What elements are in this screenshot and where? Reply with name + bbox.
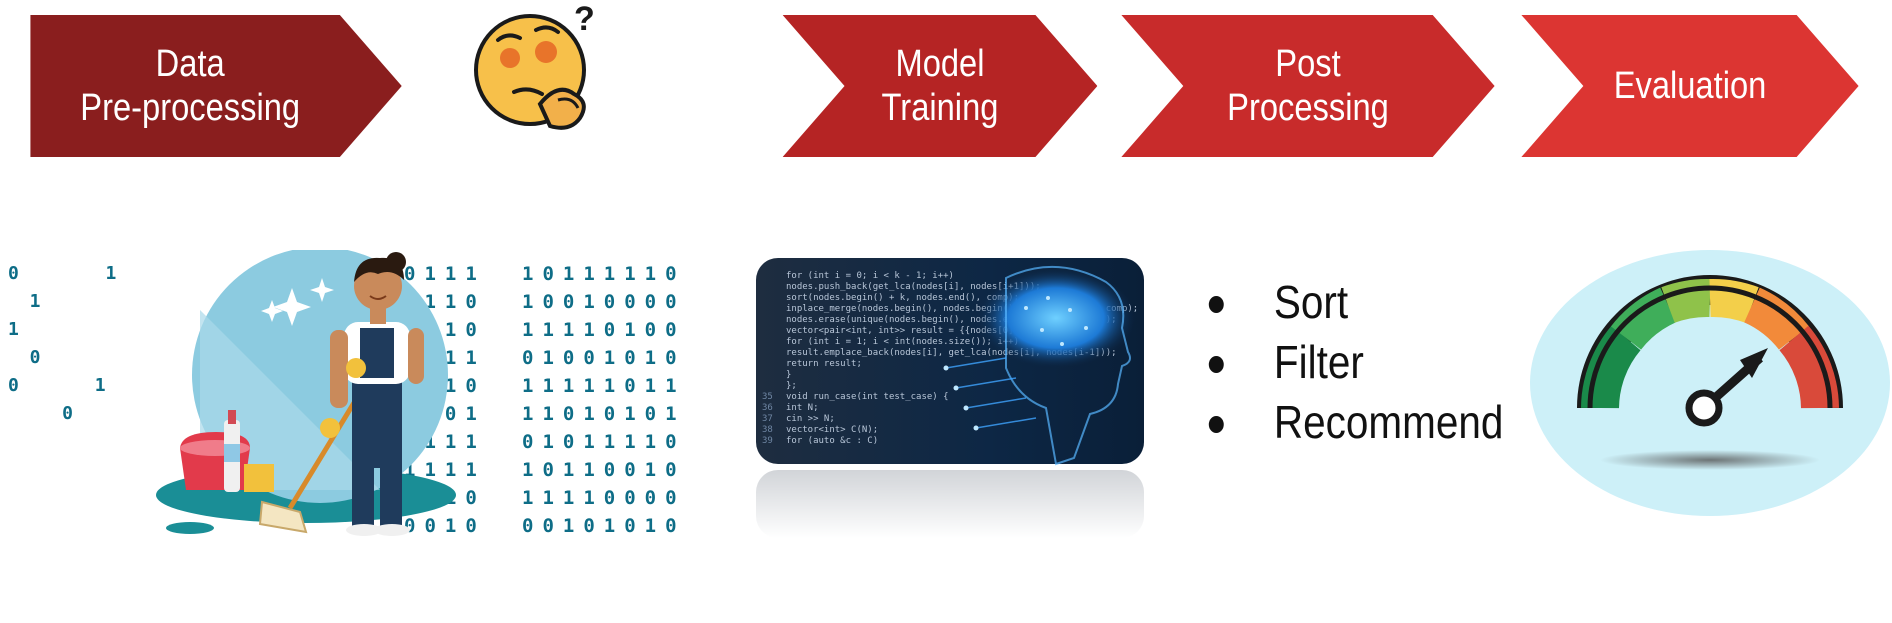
- binary-digits-scatter-left: 0 1 1 1 0 0 1 0: [8, 263, 117, 424]
- thinking-face-icon: ?: [474, 0, 595, 130]
- code-line: nodes.erase(unique(nodes.begin(), nodes.…: [786, 315, 1117, 325]
- stage-model-training: Model Training: [782, 15, 1098, 157]
- code-line: for (auto &c : C): [786, 436, 878, 446]
- stage-post-processing: Post Processing: [1121, 15, 1495, 157]
- svg-text:?: ?: [574, 0, 595, 38]
- person-cleaning-illustration: [156, 250, 456, 536]
- list-item-filter: Filter: [1200, 332, 1503, 392]
- code-line: vector<int> C(N);: [786, 425, 878, 435]
- code-line: int N;: [786, 403, 819, 413]
- code-line: for (int i = 0; i < k - 1; i++): [786, 271, 954, 281]
- list-item-recommend: Recommend: [1200, 392, 1503, 452]
- stage-evaluation: Evaluation: [1521, 15, 1859, 157]
- code-line: inplace_merge(nodes.begin(), nodes.begin…: [786, 304, 1138, 314]
- code-line-number: 36: [762, 403, 773, 413]
- code-line-number: 35: [762, 392, 773, 402]
- code-line: vector<pair<int, int>> result = {{nodes[…: [786, 326, 1052, 336]
- code-line: result.emplace_back(nodes[i], get_lca(no…: [786, 348, 1117, 358]
- stage-label: Evaluation: [1613, 65, 1767, 107]
- ai-code-brain-illustration: for (int i = 0; i < k - 1; i++) nodes.pu…: [756, 258, 1144, 538]
- code-line: }: [786, 370, 791, 380]
- code-line-number: 39: [762, 436, 773, 446]
- code-line: };: [786, 381, 797, 391]
- code-line: sort(nodes.begin() + k, nodes.end(), com…: [786, 293, 1019, 303]
- code-line: void run_case(int test_case) {: [786, 392, 949, 402]
- code-line-number: 38: [762, 425, 773, 435]
- stage-data-preprocessing: Data Pre-processing: [30, 15, 402, 157]
- stage-label: Model Training: [881, 43, 999, 129]
- code-line: nodes.push_back(get_lca(nodes[i], nodes[…: [786, 282, 1041, 292]
- binary-digits-column-right: 10111110 10010000 11110100 01001010 1111…: [522, 263, 686, 537]
- performance-gauge-icon: [1530, 250, 1890, 516]
- code-line-number: 37: [762, 414, 773, 424]
- code-line: for (int i = 1; i < int(nodes.size()); i…: [786, 337, 1019, 347]
- code-line: cin >> N;: [786, 414, 835, 424]
- code-line: return result;: [786, 359, 862, 369]
- stage-label: Data Pre-processing: [80, 43, 301, 129]
- stage-label: Post Processing: [1227, 43, 1389, 129]
- post-processing-list: Sort Filter Recommend: [1200, 272, 1545, 452]
- list-item-sort: Sort: [1200, 272, 1503, 332]
